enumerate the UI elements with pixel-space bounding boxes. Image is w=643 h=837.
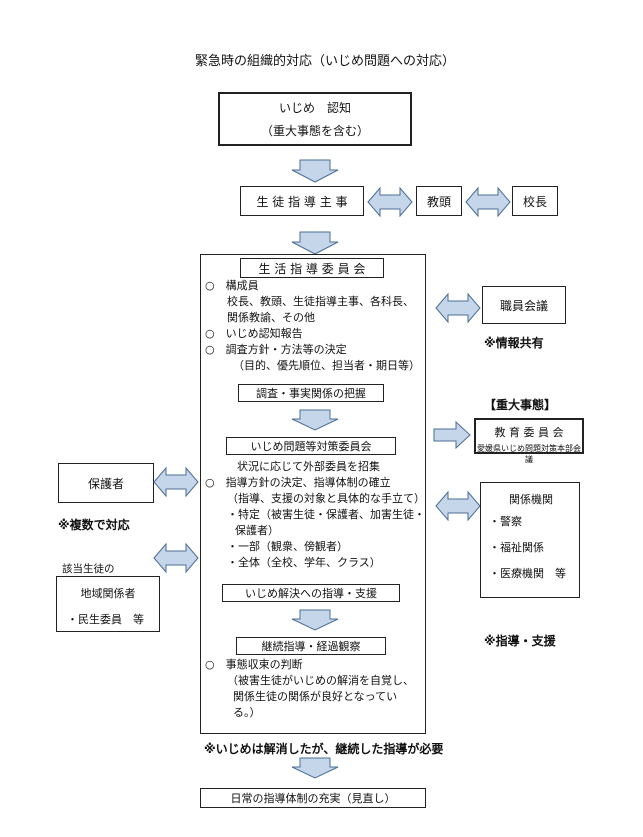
taisaku-label: いじめ問題等対策委員会 xyxy=(250,440,372,453)
kyoto-box: 教頭 xyxy=(416,186,462,216)
end-l3: る。） xyxy=(233,706,261,719)
continuing-guidance-note: ※いじめは解消したが、継続した指導が必要 xyxy=(204,742,444,756)
staff-meeting-box: 職員会議 xyxy=(482,286,566,324)
committee-middle-list: 状況に応じて外部委員を招集 ○ 指導方針の決定、指導体制の確立 （指導、支援の対… xyxy=(205,459,425,571)
circle-bullet-icon: ○ xyxy=(205,658,215,671)
community-box: 地域関係者 ・民生委員 等 xyxy=(56,576,160,632)
applicable-label: 該当生徒の xyxy=(62,563,115,575)
guardians-label: 保護者 xyxy=(87,476,124,491)
target-l2: 保護者） xyxy=(235,524,279,537)
staff-meeting-label: 職員会議 xyxy=(499,298,548,313)
serious-label: 【重大事態】 xyxy=(484,398,557,412)
agency-police: ・警察 xyxy=(489,515,522,528)
committee-upper-list: ○ 構成員 校長、教頭、生徒指導主事、各科長、 関係教諭、その他 ○ いじめ認知… xyxy=(205,278,425,374)
final-label: 日常の指導体制の充実（見直し） xyxy=(230,792,396,805)
members-row: ○ 構成員 xyxy=(205,278,425,294)
report-label: いじめ認知報告 xyxy=(225,327,303,340)
double-arrow-community xyxy=(153,542,199,574)
arrow-down-3 xyxy=(291,409,339,431)
agency-medical: ・医療機関 等 xyxy=(489,567,566,580)
decide-row: ○ 指導方針の決定、指導体制の確立 xyxy=(205,475,425,491)
circle-bullet-icon: ○ xyxy=(205,279,215,292)
info-share-note: ※情報共有 xyxy=(484,336,544,350)
seito-shidou-shuji-label: 生 徒 指 導 主 事 xyxy=(256,194,348,209)
circle-bullet-icon: ○ xyxy=(205,476,215,489)
kocho-label: 校長 xyxy=(522,194,547,209)
committee-title: 生 活 指 導 委 員 会 xyxy=(258,261,366,276)
continue-label: 継続指導・経過観察 xyxy=(261,640,361,653)
board-name: 教 育 委 員 会 xyxy=(494,426,564,439)
agency-welfare: ・福祉関係 xyxy=(489,541,544,554)
policy-row: ○ 調査方針・方法等の決定 xyxy=(205,342,425,358)
agencies-name: 関係機関 xyxy=(509,493,553,506)
recognize-line2: （重大事態を含む） xyxy=(260,124,369,138)
double-arrow-agencies xyxy=(435,490,481,522)
end-l1: （被害生徒がいじめの解消を自覚し、 xyxy=(227,674,414,687)
members-l1: 校長、教頭、生徒指導主事、各科長、 xyxy=(227,295,414,308)
guide-support-note: ※指導・支援 xyxy=(484,634,556,648)
grasp-label: 調査・事実関係の把握 xyxy=(256,387,366,400)
report-row: ○ いじめ認知報告 xyxy=(205,326,425,342)
double-arrow-shuji-kyoto xyxy=(367,186,413,218)
committee-lower-list: ○ 事態収束の判断 （被害生徒がいじめの解消を自覚し、 関係生徒の関係が良好とな… xyxy=(205,657,425,721)
members-head: 構成員 xyxy=(225,279,259,292)
end-head: 事態収束の判断 xyxy=(225,658,303,671)
continue-box: 継続指導・経過観察 xyxy=(236,637,386,655)
multiple-note: ※複数で対応 xyxy=(58,518,130,532)
agencies-box: 関係機関 ・警察 ・福祉関係 ・医療機関 等 xyxy=(480,482,580,598)
double-arrow-guardians xyxy=(153,466,199,498)
decide-l2: （指導、支援の対象と具体的な手立て） xyxy=(227,492,425,505)
arrow-down-5 xyxy=(291,757,339,779)
target-l1: ・特定（被害生徒・保護者、加害生徒・ xyxy=(227,508,425,521)
double-arrow-staff-meeting xyxy=(435,292,481,324)
double-arrow-kyoto-kocho xyxy=(465,186,511,218)
arrow-down-4 xyxy=(291,609,339,631)
end-l2: 関係生徒の関係が良好となってい xyxy=(233,690,398,703)
outside-label: 状況に応じて外部委員を招集 xyxy=(237,460,380,473)
policy-detail: （目的、優先順位、担当者・期日等） xyxy=(233,359,420,372)
recognize-box: いじめ 認知 （重大事態を含む） xyxy=(218,92,412,146)
page-title: 緊急時の組織的対応（いじめ問題への対応） xyxy=(195,54,456,69)
members-l2: 関係教諭、その他 xyxy=(227,311,315,324)
guardians-box: 保護者 xyxy=(58,463,154,503)
end-row: ○ 事態収束の判断 xyxy=(205,657,425,673)
recognize-line1: いじめ 認知 xyxy=(278,101,351,115)
board-sub: 愛媛県いじめ問題対策本部会議 xyxy=(477,444,581,464)
kyoto-label: 教頭 xyxy=(426,194,451,209)
policy-label: 調査方針・方法等の決定 xyxy=(225,343,347,356)
circle-bullet-icon: ○ xyxy=(205,343,215,356)
part-label: ・一部（観衆、傍観者） xyxy=(227,540,348,553)
taisaku-box: いじめ問題等対策委員会 xyxy=(226,437,396,455)
community-name: 地域関係者 xyxy=(80,587,136,600)
board-box: 教 育 委 員 会 愛媛県いじめ問題対策本部会議 xyxy=(474,418,584,464)
decide-l1: 指導方針の決定、指導体制の確立 xyxy=(225,476,391,489)
resolve-label: いじめ解決への指導・支援 xyxy=(245,587,377,600)
circle-bullet-icon: ○ xyxy=(205,327,215,340)
all-label: ・全体（全校、学年、クラス） xyxy=(227,556,381,569)
arrow-down-2 xyxy=(291,231,339,255)
arrow-right-board xyxy=(433,420,471,450)
kocho-box: 校長 xyxy=(512,186,558,216)
grasp-box: 調査・事実関係の把握 xyxy=(238,384,384,402)
committee-title-box: 生 活 指 導 委 員 会 xyxy=(240,258,384,278)
seito-shidou-shuji-box: 生 徒 指 導 主 事 xyxy=(240,186,364,216)
final-box: 日常の指導体制の充実（見直し） xyxy=(200,788,426,808)
resolve-box: いじめ解決への指導・支援 xyxy=(222,584,400,602)
community-item: ・民生委員 等 xyxy=(67,613,144,626)
arrow-down-1 xyxy=(291,159,339,183)
